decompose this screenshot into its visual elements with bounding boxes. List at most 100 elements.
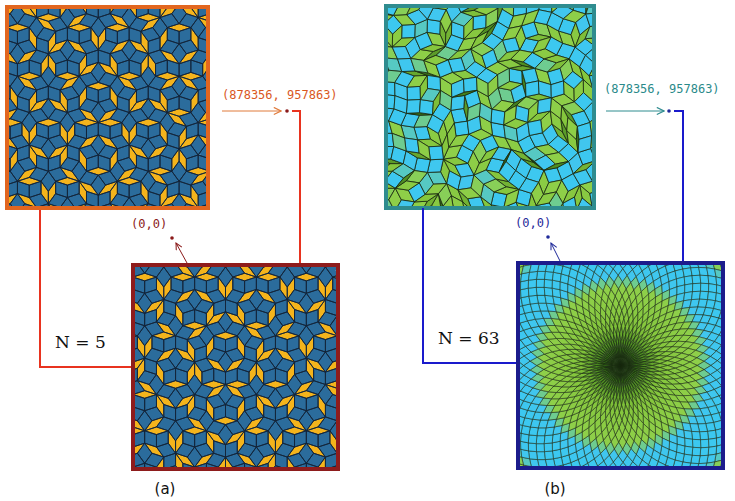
rosette-tiling: [518, 263, 723, 468]
rhombus-tile: [578, 136, 592, 153]
tile-edges: [7, 7, 208, 208]
pointer-arrow: [606, 111, 664, 112]
rhombus-tile: [536, 279, 544, 287]
rhombus-tile: [692, 291, 701, 299]
rhombus-tile: [482, 50, 498, 69]
pointer-arrow: [176, 243, 187, 263]
wire: [292, 111, 300, 263]
rhombus-tile: [498, 68, 510, 87]
rhombus-tile: [529, 295, 538, 304]
rhombus-tile: [545, 271, 554, 280]
rhombus-tile: [564, 386, 578, 392]
rhombus-tile: [700, 275, 709, 283]
origin-label: (0,0): [131, 218, 167, 231]
rhombus-tile: [427, 19, 440, 34]
thick-rhombs: [7, 7, 208, 208]
rhombus-tile: [528, 120, 543, 136]
rhombus-tile: [685, 438, 693, 447]
rhombus-tile: [445, 35, 463, 51]
point-dot: [546, 235, 550, 239]
rhombus-tile: [567, 118, 578, 140]
rhombus-tile: [392, 133, 406, 151]
rhombus-tile: [551, 405, 563, 413]
panel-label: (b): [544, 481, 565, 498]
rhombus-tile: [535, 318, 547, 326]
frame: [7, 7, 208, 208]
rhombus-tile: [554, 344, 568, 350]
rhombus-tile: [418, 140, 431, 160]
rhombus-tile: [458, 188, 481, 199]
rhombus-tile: [709, 284, 717, 293]
rhombus-tile: [544, 443, 552, 452]
rhombus-tile: [529, 271, 538, 280]
rhombus-tile: [692, 275, 701, 283]
rhombus-tile: [538, 98, 552, 114]
rhombus-tile: [547, 59, 569, 72]
rhombus-tile: [491, 109, 505, 125]
rhombus-tile: [701, 439, 709, 447]
rhombus-tile: [477, 22, 498, 38]
rhombus-tile: [406, 100, 420, 114]
rhombus-tile: [436, 60, 452, 77]
rhombus-tile: [405, 138, 420, 153]
rhombus-tile: [555, 398, 567, 406]
rhombus-tile: [415, 32, 432, 49]
rhombus-tile: [708, 292, 717, 301]
rhombus-tile: [467, 103, 480, 121]
rhombus-tile: [684, 446, 692, 455]
rhombus-tile: [476, 77, 488, 96]
rhombus-patch: [386, 6, 594, 208]
rhombus-tile: [509, 14, 527, 29]
rhombus-tile: [537, 452, 546, 460]
rhombus-tile: [545, 427, 554, 436]
rhombus-tile: [395, 171, 414, 189]
rhombus-tile: [528, 443, 536, 452]
rhombus-tile: [546, 419, 556, 428]
frame: [386, 6, 594, 208]
rhombus-tile: [684, 276, 692, 285]
rhombus-tile: [543, 332, 556, 339]
rhombus-tile: [544, 435, 553, 444]
penrose-patch: [7, 7, 208, 208]
rhombus-tile: [454, 121, 469, 136]
rhombus-tile: [488, 75, 498, 97]
pointer-arrow: [222, 111, 281, 112]
point-dot: [285, 109, 289, 113]
rhombus-tile: [605, 366, 621, 368]
rhombus-tile: [528, 435, 537, 444]
rhombus-tile: [559, 392, 572, 399]
rhombus-tile: [499, 162, 516, 182]
rhombus-tile: [544, 161, 568, 170]
rhombus-tile: [498, 50, 520, 62]
rhombus-tile: [539, 326, 551, 334]
rhombus-tile: [528, 279, 536, 288]
rhombus-tile: [548, 412, 559, 420]
frame: [133, 265, 338, 469]
rhombus-tile: [511, 84, 526, 103]
rhombus-tile: [536, 192, 556, 206]
rhombus-tile: [526, 81, 539, 97]
penrose-patch: [133, 265, 338, 469]
rhombus-tile: [451, 79, 463, 97]
tile-edges: [133, 265, 338, 469]
rhombus-tile: [548, 338, 562, 344]
rhombus-tile: [700, 431, 709, 439]
rhombus-tile: [551, 81, 564, 98]
rhombus-tile: [533, 311, 544, 319]
rosette-patch: [518, 263, 723, 468]
rhombus-tile: [414, 194, 438, 202]
origin-label: (0,0): [515, 217, 551, 230]
rhombus-tile: [529, 451, 538, 460]
parameter-label: N = 63: [438, 329, 500, 348]
rhombus-tile: [427, 75, 440, 90]
rhombus-tile: [420, 100, 434, 115]
wire: [423, 208, 516, 363]
penrose-tiling: [7, 7, 208, 208]
rhombus-tile: [536, 444, 544, 452]
rhombus-tile: [471, 31, 489, 49]
rhombus-tile: [574, 79, 583, 101]
rhombus-tile: [504, 189, 519, 207]
rhombus-tile: [685, 284, 693, 293]
rhombus-tile: [692, 431, 701, 439]
